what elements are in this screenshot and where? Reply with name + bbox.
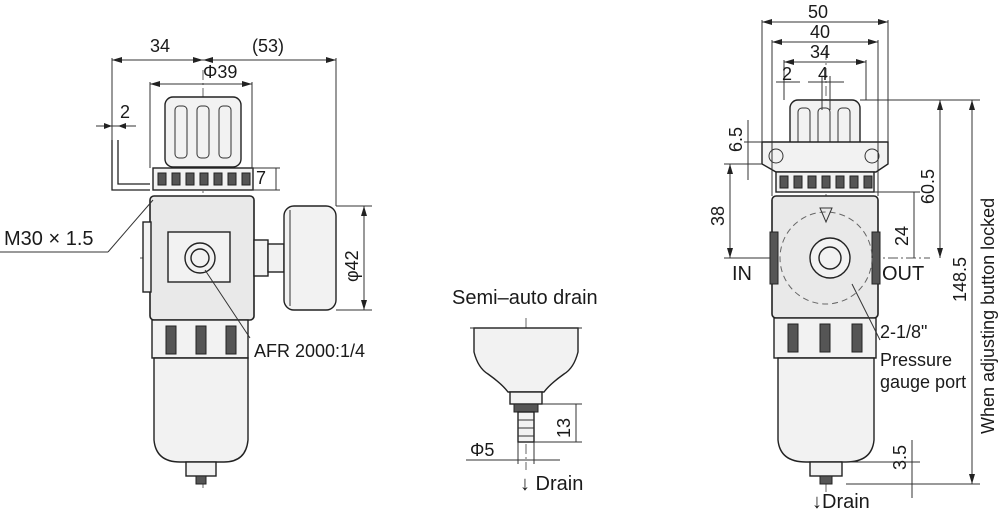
gauge-outline — [779, 211, 873, 305]
side-flange — [142, 221, 152, 293]
dim-148-5: 148.5 — [950, 257, 970, 302]
dim-38: 38 — [708, 206, 728, 226]
knob-rib — [218, 105, 232, 159]
right-bracket — [761, 141, 889, 173]
drain-cap — [185, 461, 217, 477]
drain-valve — [195, 475, 207, 485]
dim-13: 13 — [554, 418, 574, 438]
dim-60-5: 60.5 — [918, 169, 938, 204]
locked-note: When adjusting button locked — [978, 198, 998, 434]
dim-phi39: Φ39 — [203, 62, 237, 82]
dim-phi42: φ42 — [342, 250, 362, 282]
center-view: Semi–auto drain 13 Φ5 ↓ Drain — [452, 287, 598, 495]
drain-nozzle — [513, 403, 539, 443]
bracket-hole-left — [768, 148, 784, 164]
mounting-bracket-inner — [117, 140, 150, 185]
dim-53: (53) — [252, 36, 284, 56]
dim-2-left: 2 — [120, 102, 130, 122]
label-gauge-thread: 2-1/8" — [880, 322, 927, 342]
dim-50: 50 — [808, 2, 828, 22]
semi-auto-drain-title: Semi–auto drain — [452, 287, 598, 309]
adjusting-knob — [164, 96, 242, 168]
flow-arrow — [819, 207, 833, 224]
gauge-connector-nut — [267, 243, 285, 273]
dim-34: 34 — [150, 36, 170, 56]
drain-label-center: ↓ Drain — [520, 473, 583, 495]
in-port-side — [769, 231, 779, 285]
right-bowl — [777, 357, 875, 463]
label-in: IN — [732, 263, 752, 285]
dim-2-right: 2 — [782, 64, 792, 84]
leader-port — [204, 269, 251, 339]
right-drain-valve — [819, 475, 833, 485]
label-port: AFR 2000:1/4 — [254, 341, 365, 361]
lock-nut-teeth — [157, 172, 251, 186]
dim-24: 24 — [892, 226, 912, 246]
right-nut-teeth — [779, 175, 873, 189]
out-port-side — [871, 231, 881, 285]
filter-bowl — [153, 357, 249, 463]
dim-7: 7 — [256, 168, 266, 188]
label-out: OUT — [882, 263, 924, 285]
bracket-hole-right — [864, 148, 880, 164]
port-inner — [190, 248, 210, 268]
dim-34-right: 34 — [810, 42, 830, 62]
mounting-bracket — [111, 140, 150, 191]
gauge-connector — [253, 239, 269, 277]
dim-6-5: 6.5 — [726, 127, 746, 152]
knob-rib — [196, 105, 210, 159]
knob-rib — [174, 105, 188, 159]
right-view: 50 40 34 2 4 6.5 38 IN OUT 60.5 — [708, 2, 998, 513]
drain-bowl — [473, 327, 579, 393]
pressure-gauge — [283, 205, 337, 311]
right-drain-cap — [809, 461, 843, 477]
drain-label-right: ↓Drain — [812, 491, 870, 513]
leader-gauge-port — [851, 283, 881, 341]
left-view: 34 (53) Φ39 2 7 φ42 M30 × 1.5 AFR 2000:1… — [0, 36, 372, 488]
right-port-inner — [818, 246, 842, 270]
label-gauge-port-2: gauge port — [880, 372, 966, 392]
dim-40: 40 — [810, 22, 830, 42]
dim-phi5: Φ5 — [470, 440, 494, 460]
dim-4: 4 — [818, 64, 828, 84]
drain-fitting — [509, 391, 543, 405]
label-thread: M30 × 1.5 — [4, 228, 94, 250]
label-gauge-port-1: Pressure — [880, 350, 952, 370]
leader-thread-diag — [107, 199, 154, 253]
dim-3-5: 3.5 — [890, 445, 910, 470]
